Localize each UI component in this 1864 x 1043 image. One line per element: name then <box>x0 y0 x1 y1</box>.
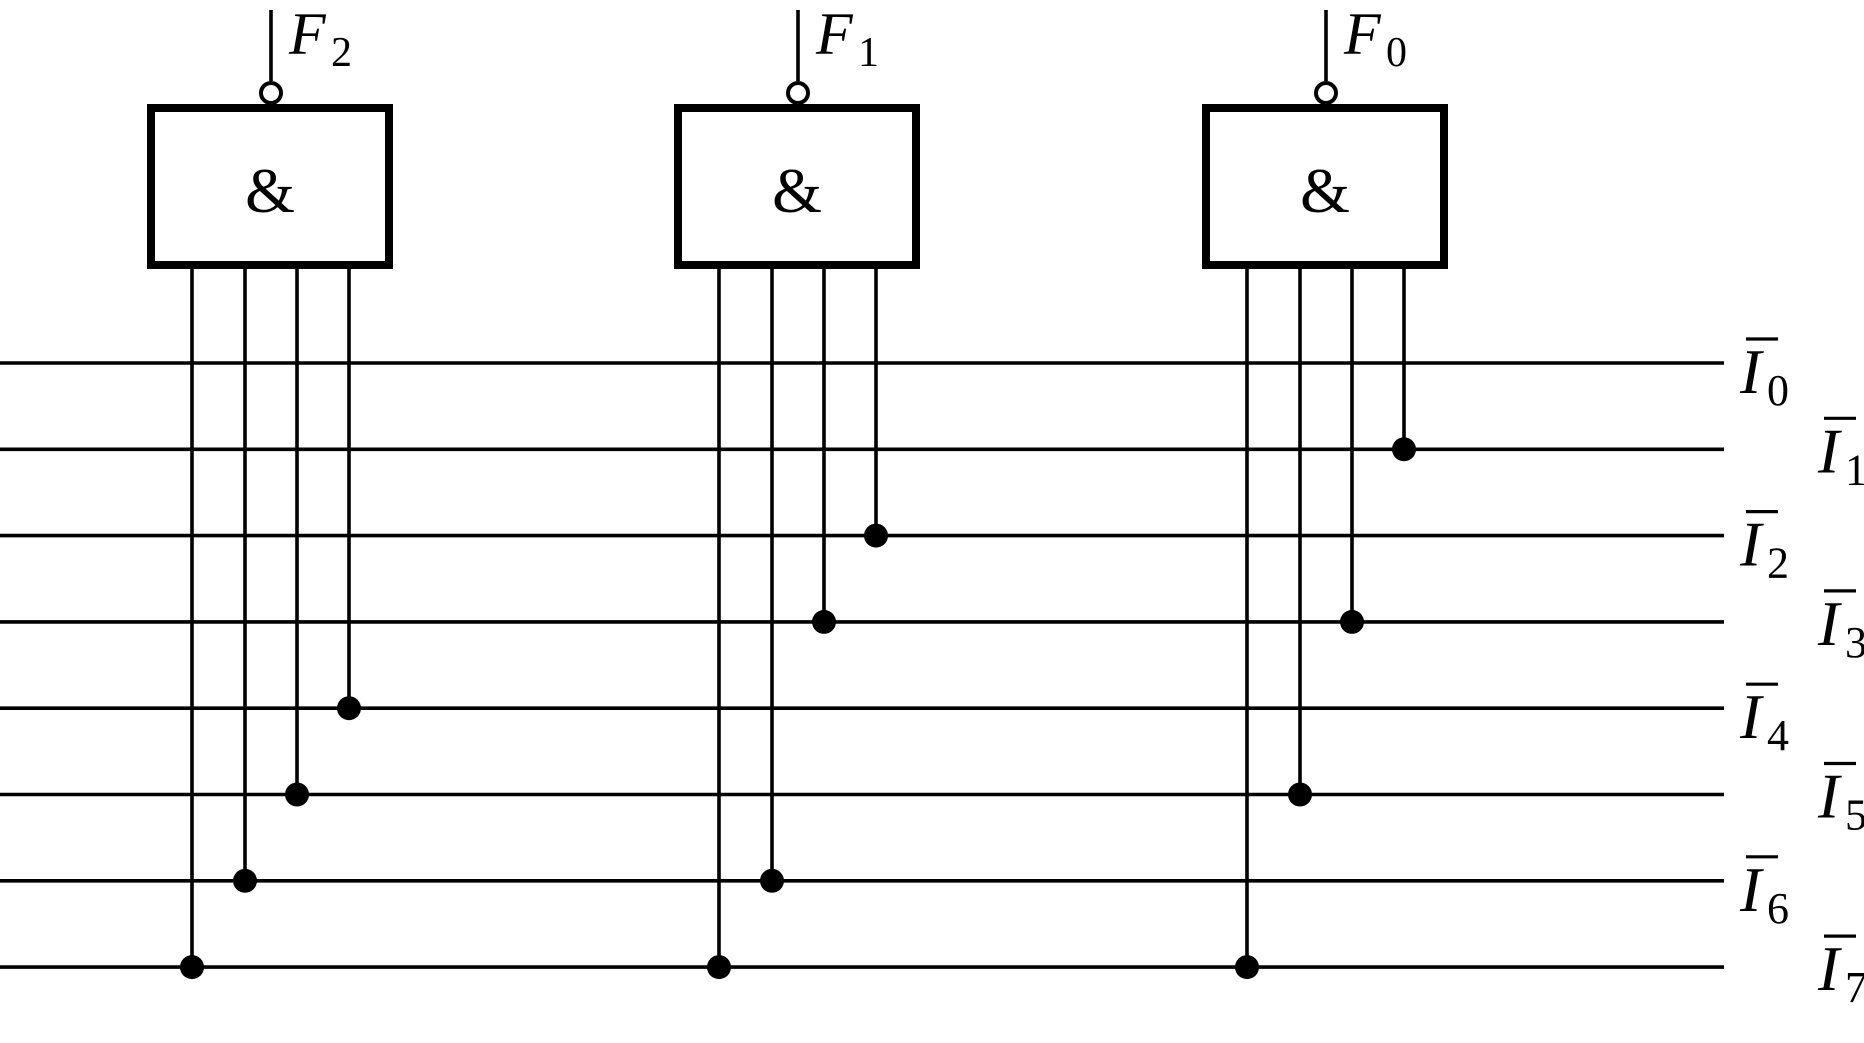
input-wires <box>0 361 1724 969</box>
and-symbol: & <box>245 155 295 226</box>
junction-dot-icon <box>1288 782 1312 807</box>
output-label-letter: F <box>288 1 327 67</box>
input-label-subscript: 4 <box>1767 711 1789 760</box>
and-symbol: & <box>772 155 822 226</box>
junction-dot-icon <box>812 609 836 634</box>
gate-box <box>674 104 920 269</box>
input-label-subscript: 1 <box>1845 445 1864 494</box>
junction-dot-icon <box>760 868 784 893</box>
input-label-subscript: 3 <box>1845 618 1864 667</box>
output-label-subscript: 1 <box>858 30 879 76</box>
junction-dot-icon <box>707 955 731 980</box>
input-label-subscript: 0 <box>1767 366 1789 415</box>
junction-dot-icon <box>180 955 204 980</box>
junction-dot-icon <box>337 696 361 721</box>
input-label-letter: I <box>1817 588 1842 659</box>
inversion-bubble-icon <box>259 81 283 105</box>
output-label-subscript: 2 <box>331 30 352 76</box>
junction-dot-icon <box>285 782 309 807</box>
and-symbol: & <box>1300 155 1350 226</box>
output-label-subscript: 0 <box>1386 30 1407 76</box>
inversion-bubble-icon <box>1314 81 1338 105</box>
gate-box <box>147 104 393 269</box>
input-label-subscript: 5 <box>1845 791 1864 840</box>
input-label-letter: I <box>1817 761 1842 832</box>
junction-dot-icon <box>864 523 888 548</box>
junction-dot-icon <box>233 868 257 893</box>
output-label-letter: F <box>1343 1 1382 67</box>
input-label-letter: I <box>1739 854 1764 925</box>
junction-dot-icon <box>1235 955 1259 980</box>
junction-dot-icon <box>1392 437 1416 462</box>
input-label-letter: I <box>1739 681 1764 752</box>
input-label-letter: I <box>1817 415 1842 486</box>
input-label-subscript: 2 <box>1767 539 1789 588</box>
inversion-bubble-icon <box>786 81 810 105</box>
input-label-letter: I <box>1817 933 1842 1004</box>
output-label-letter: F <box>815 1 854 67</box>
input-label-letter: I <box>1739 509 1764 580</box>
input-label-letter: I <box>1739 336 1764 407</box>
gate-box <box>1202 104 1448 269</box>
junction-dot-icon <box>1340 609 1364 634</box>
input-label-subscript: 6 <box>1767 884 1789 933</box>
input-label-subscript: 7 <box>1845 963 1864 1012</box>
